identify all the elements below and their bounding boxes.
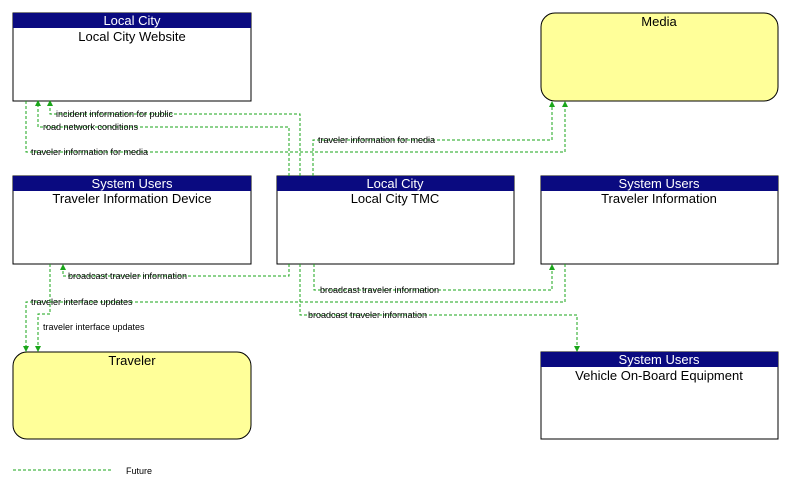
arrowhead <box>35 100 41 106</box>
box-local-city-tmc[interactable]: Local City Local City TMC <box>276 175 515 265</box>
arrowhead <box>35 346 41 352</box>
box-local-city-website[interactable]: Local City Local City Website <box>12 12 252 102</box>
flow-label: broadcast traveler information <box>68 271 187 281</box>
arrowhead <box>60 264 66 270</box>
box-header: System Users <box>619 176 700 191</box>
box-traveler-information[interactable]: System Users Traveler Information <box>540 175 779 265</box>
box-title: Traveler Information Device <box>52 191 211 206</box>
flow-label: traveler information for media <box>31 147 148 157</box>
box-header: Local City <box>103 13 161 28</box>
box-header: Local City <box>366 176 424 191</box>
flow-label: road network conditions <box>43 122 139 132</box>
flow-incident-information-for-public[interactable]: incident information for public <box>47 100 301 176</box>
box-header: System Users <box>92 176 173 191</box>
legend: Future <box>13 466 152 476</box>
flow-label: broadcast traveler information <box>320 285 439 295</box>
flow-traveler-information-for-media-website[interactable]: traveler information for media <box>25 101 568 157</box>
header-bar <box>13 13 251 28</box>
header-bar <box>541 176 778 191</box>
header-bar <box>277 176 514 191</box>
box-vehicle-on-board-equipment[interactable]: System Users Vehicle On-Board Equipment <box>540 351 779 440</box>
box-title: Traveler <box>108 353 156 368</box>
flow-traveler-interface-updates-info[interactable]: traveler interface updates <box>23 264 566 352</box>
arrowhead <box>47 100 53 106</box>
box-traveler-information-device[interactable]: System Users Traveler Information Device <box>12 175 252 265</box>
flow-traveler-information-for-media-tmc[interactable]: traveler information for media <box>312 101 555 176</box>
arrowhead <box>549 101 555 107</box>
box-traveler[interactable]: Traveler <box>12 351 252 440</box>
flow-label: incident information for public <box>56 109 174 119</box>
flow-broadcast-traveler-information-device[interactable]: broadcast traveler information <box>60 264 290 281</box>
arrowhead <box>549 264 555 270</box>
flow-broadcast-traveler-information-info[interactable]: broadcast traveler information <box>313 264 555 295</box>
arrowhead <box>23 346 29 352</box>
flow-label: traveler information for media <box>318 135 435 145</box>
flow-road-network-conditions[interactable]: road network conditions <box>35 100 290 176</box>
header-bar <box>541 352 778 367</box>
box-media[interactable]: Media <box>540 12 779 102</box>
flow-label: traveler interface updates <box>43 322 145 332</box>
box-title: Local City TMC <box>351 191 440 206</box>
box-header: System Users <box>619 352 700 367</box>
flow-label: broadcast traveler information <box>308 310 427 320</box>
legend-future-label: Future <box>126 466 152 476</box>
box-title: Vehicle On-Board Equipment <box>575 368 743 383</box>
box-title: Media <box>641 14 677 29</box>
flow-traveler-interface-updates-device[interactable]: traveler interface updates <box>35 264 145 352</box>
arrowhead <box>562 101 568 107</box>
arrowhead <box>574 346 580 352</box>
box-title: Local City Website <box>78 29 185 44</box>
flow-broadcast-traveler-information-vehicle[interactable]: broadcast traveler information <box>299 264 580 352</box>
box-title: Traveler Information <box>601 191 717 206</box>
header-bar <box>13 176 251 191</box>
flow-label: traveler interface updates <box>31 297 133 307</box>
